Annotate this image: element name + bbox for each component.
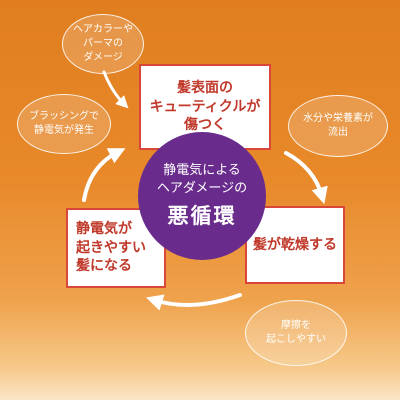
center-line-1: 静電気による	[163, 162, 241, 178]
arrow-dry-to-static	[145, 293, 242, 311]
cause-color-perm-bubble: ヘアカラーや パーマの ダメージ	[62, 14, 144, 74]
step-hair-dry-label: 髪が乾燥する	[253, 236, 337, 253]
step-cuticle-damage: 髪表面の キューティクルが 傷つく	[139, 64, 271, 150]
arrow-color-perm	[102, 70, 129, 109]
cause-friction-label: 摩擦を 起こしやすい	[266, 320, 326, 345]
center-title: 悪循環	[167, 203, 237, 229]
arrow-static-to-top	[82, 148, 126, 202]
vicious-cycle-center: 静電気による ヘアダメージの 悪循環	[138, 132, 266, 260]
cause-moisture-loss-label: 水分や栄養素が 流出	[303, 113, 373, 138]
cause-brushing-bubble: ブラッシングで 静電気が発生	[17, 94, 111, 154]
cause-moisture-loss-bubble: 水分や栄養素が 流出	[288, 95, 388, 157]
arrow-top-to-dry	[284, 151, 328, 205]
cause-friction-bubble: 摩擦を 起こしやすい	[245, 300, 347, 366]
center-line-2: ヘアダメージの	[156, 181, 248, 196]
cause-color-perm-label: ヘアカラーや パーマの ダメージ	[73, 24, 133, 63]
step-static-prone-label: 静電気が 起きやすい 髪になる	[76, 220, 146, 275]
cause-brushing-label: ブラッシングで 静電気が発生	[29, 111, 99, 136]
step-cuticle-damage-label: 髪表面の キューティクルが 傷つく	[149, 79, 261, 134]
